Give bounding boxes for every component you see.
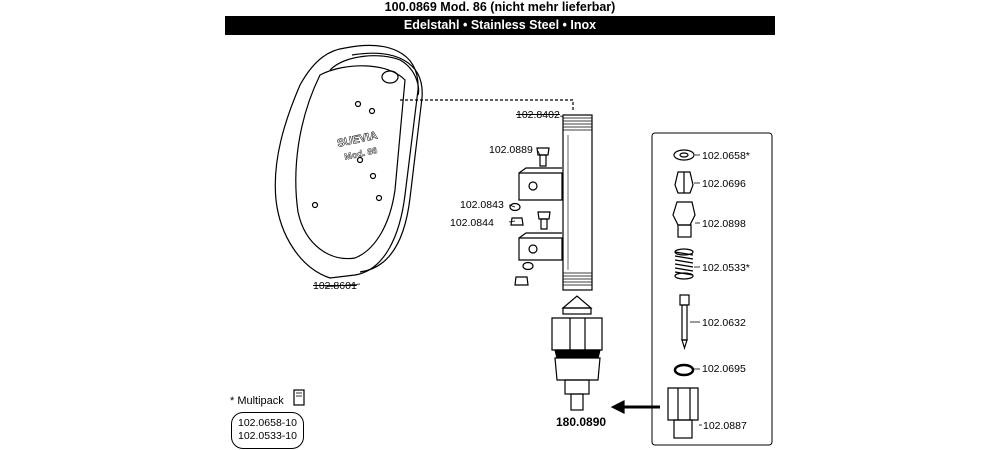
screw-0889: [536, 147, 550, 167]
lower-clamp: [518, 232, 563, 261]
dashed-leader: [400, 99, 574, 112]
multipack-icon: [293, 389, 305, 406]
multipack-item: 102.0658-10: [238, 417, 297, 429]
upper-clamp: [518, 167, 563, 201]
screw-lower: [537, 211, 551, 230]
label-0632: 102.0632: [702, 317, 746, 329]
label-0658: 102.0658*: [702, 150, 750, 162]
multipack-item: 102.0533-10: [238, 430, 297, 442]
label-0696: 102.0696: [702, 178, 746, 190]
parts-box: [651, 132, 773, 446]
label-0889: 102.0889: [489, 144, 533, 156]
label-0695: 102.0695: [702, 363, 746, 375]
pin-0632: [679, 294, 690, 351]
label-8402: 102.8402: [516, 109, 560, 121]
washer-0843: [509, 202, 521, 212]
nut-lower: [514, 276, 529, 286]
head-0898: [672, 201, 696, 226]
label-0843: 102.0843: [460, 199, 504, 211]
label-0533: 102.0533*: [702, 262, 750, 274]
spring-0533: [674, 248, 694, 280]
nut-0844: [510, 217, 524, 226]
page-title: 100.0869 Mod. 86 (nicht mehr lieferbar): [384, 0, 616, 14]
main-valve: [551, 295, 603, 411]
label-0844: 102.0844: [450, 217, 494, 229]
label-0898: 102.0898: [702, 218, 746, 230]
multipack-box: 102.0658-10 102.0533-10: [231, 412, 304, 449]
arrow-left-icon: [610, 400, 625, 414]
label-0887: 102.0887: [703, 420, 747, 432]
label-8601: 102.8601: [313, 280, 357, 292]
multipack-label: * Multipack: [230, 395, 284, 407]
o-ring-0695: [673, 363, 695, 377]
threaded-tube: [562, 114, 593, 291]
bowl-housing: [274, 44, 423, 279]
washer-lower: [522, 261, 534, 271]
seal-0658: [673, 149, 695, 161]
material-banner: Edelstahl • Stainless Steel • Inox: [225, 16, 775, 35]
nut-0887: [667, 387, 699, 439]
label-main-valve: 180.0890: [556, 415, 607, 429]
